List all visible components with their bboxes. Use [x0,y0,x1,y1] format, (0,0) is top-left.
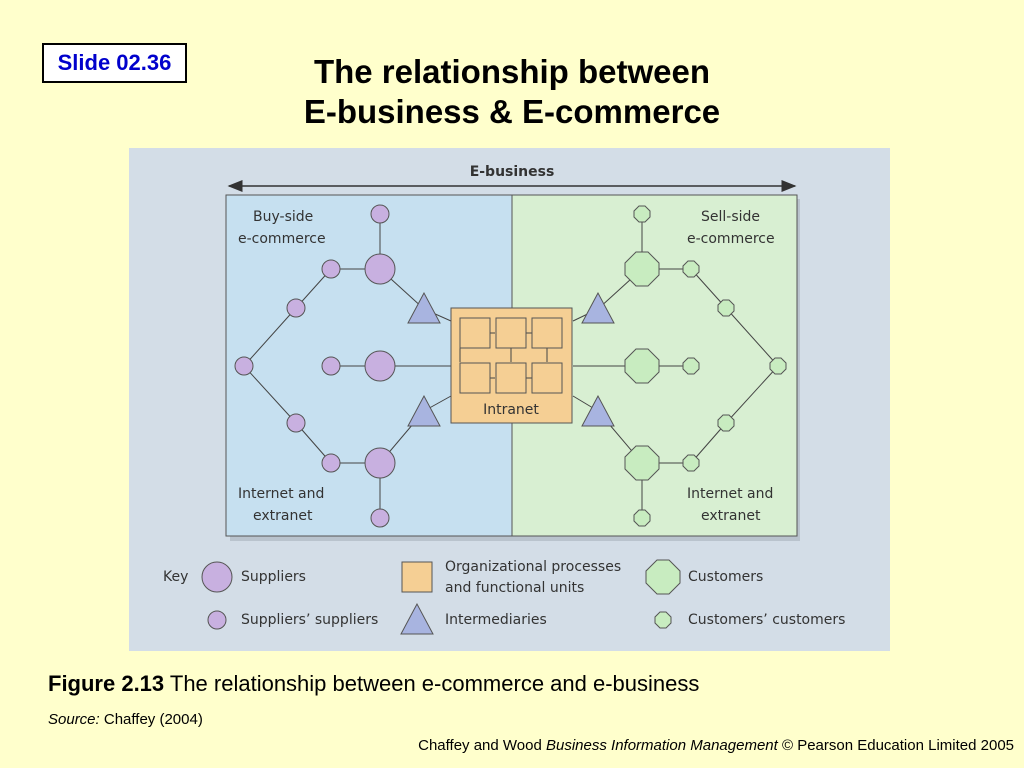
legend-org-line-1: Organizational processes [445,559,621,575]
legend-customers-customers-icon [654,611,672,629]
ebusiness-label: E-business [470,164,555,180]
supplier-supplier-node [286,413,306,433]
customer-customer-node [682,357,700,375]
internet-right-label-1: Internet and [687,486,773,502]
source-text: Chaffey (2004) [103,711,203,728]
intermediary-node [407,291,441,324]
footer-suffix: © Pearson Education Limited 2005 [781,737,1014,754]
source-label: Source: [48,711,100,728]
buy-side-label-1: Buy-side [253,209,313,225]
customer-customer-node [633,205,651,223]
key-legend: Key Suppliers Suppliers’ suppliers Organ… [163,559,845,635]
legend-customer-icon [645,559,681,595]
footer-book-title: Business Information Management [546,737,778,754]
supplier-supplier-node [234,356,254,376]
legend-org-icon [401,561,433,593]
intermediary-node [407,394,441,427]
page-title: The relationship between E-business & E-… [200,52,824,132]
customer-customer-node [682,454,700,472]
buy-side-intermediaries [407,291,441,427]
customer-customer-node [717,414,735,432]
key-title: Key [163,569,188,585]
internet-right-label-2: extranet [701,508,761,524]
footer-prefix: Chaffey and Wood [418,737,542,754]
customer-node [624,251,660,287]
supplier-node [364,447,396,479]
slide-number-badge: Slide 02.36 [42,43,187,83]
legend-org-line-2: and functional units [445,580,584,596]
ebusiness-diagram: E-business Buy-sid [129,148,890,651]
sell-side-label-1: Sell-side [701,209,760,225]
supplier-supplier-node [286,298,306,318]
customer-customer-node [769,357,787,375]
figure-caption-text: The relationship between e-commerce and … [169,671,700,696]
legend-suppliers-suppliers: Suppliers’ suppliers [241,612,378,628]
customer-node [624,348,660,384]
title-line-2: E-business & E-commerce [303,93,721,130]
sell-side-nodes [624,205,787,527]
figure-number: Figure 2.13 [48,671,165,696]
legend-suppliers: Suppliers [241,569,306,585]
intranet-box: Intranet [450,307,573,424]
customer-customer-node [633,509,651,527]
customer-node [624,445,660,481]
sell-side-intermediaries [581,291,615,427]
title-line-1: The relationship between [313,53,711,90]
supplier-supplier-node [321,453,341,473]
internet-left-label-1: Internet and [238,486,324,502]
supplier-node [364,350,396,382]
intranet-label: Intranet [483,402,539,418]
legend-intermediaries: Intermediaries [445,612,547,628]
legend-customers: Customers [688,569,763,585]
customer-customer-node [717,299,735,317]
buy-side-nodes [234,204,396,528]
legend-supplier-icon [201,561,233,593]
copyright-footer: Chaffey and Wood Business Information Ma… [418,737,1014,754]
legend-suppliers-suppliers-icon [207,610,227,630]
supplier-supplier-node [321,356,341,376]
customer-customer-node [682,260,700,278]
figure-caption: Figure 2.13 The relationship between e-c… [48,671,699,697]
sell-side-label-2: e-commerce [687,231,775,247]
supplier-supplier-node [370,508,390,528]
legend-customers-customers: Customers’ customers [688,612,845,628]
intermediary-node [581,291,615,324]
internet-left-label-2: extranet [253,508,313,524]
slide-number: Slide 02.36 [57,50,172,75]
buy-side-label-2: e-commerce [238,231,326,247]
legend-intermediary-icon [400,602,434,635]
figure-source: Source: Chaffey (2004) [48,711,203,728]
supplier-node [364,253,396,285]
supplier-supplier-node [321,259,341,279]
intermediary-node [581,394,615,427]
supplier-supplier-node [370,204,390,224]
